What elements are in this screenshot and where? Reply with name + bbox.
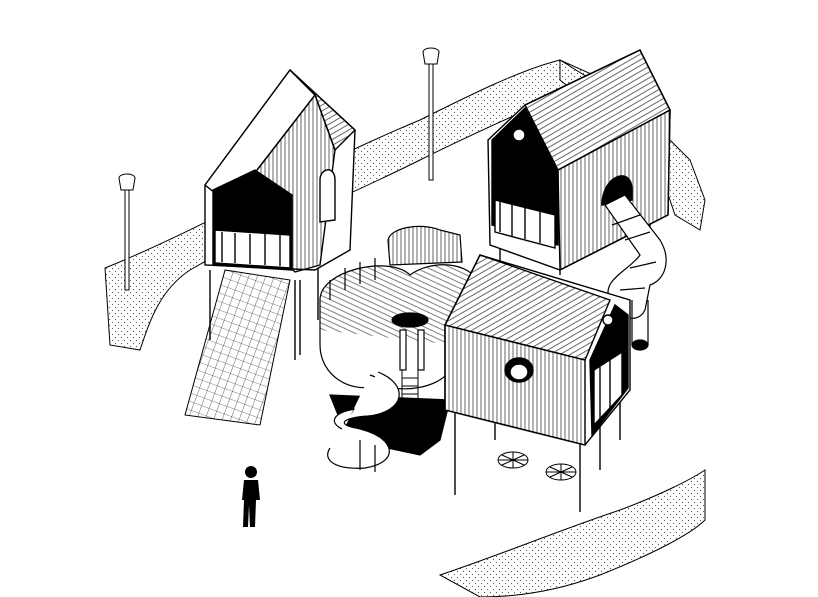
- treehouse-left: [204, 68, 357, 360]
- spoke-discs: [497, 451, 577, 481]
- deck-ladder: [401, 370, 419, 410]
- treehouse-right-bottom: [443, 254, 631, 512]
- lamp-post-center: [422, 47, 440, 181]
- spiral-slide: [327, 371, 400, 472]
- tube-slide: [604, 194, 667, 351]
- ground-band-front: [438, 469, 706, 597]
- climbing-net: [184, 269, 291, 426]
- human-figure: [242, 466, 260, 527]
- lamp-post-left: [118, 173, 136, 291]
